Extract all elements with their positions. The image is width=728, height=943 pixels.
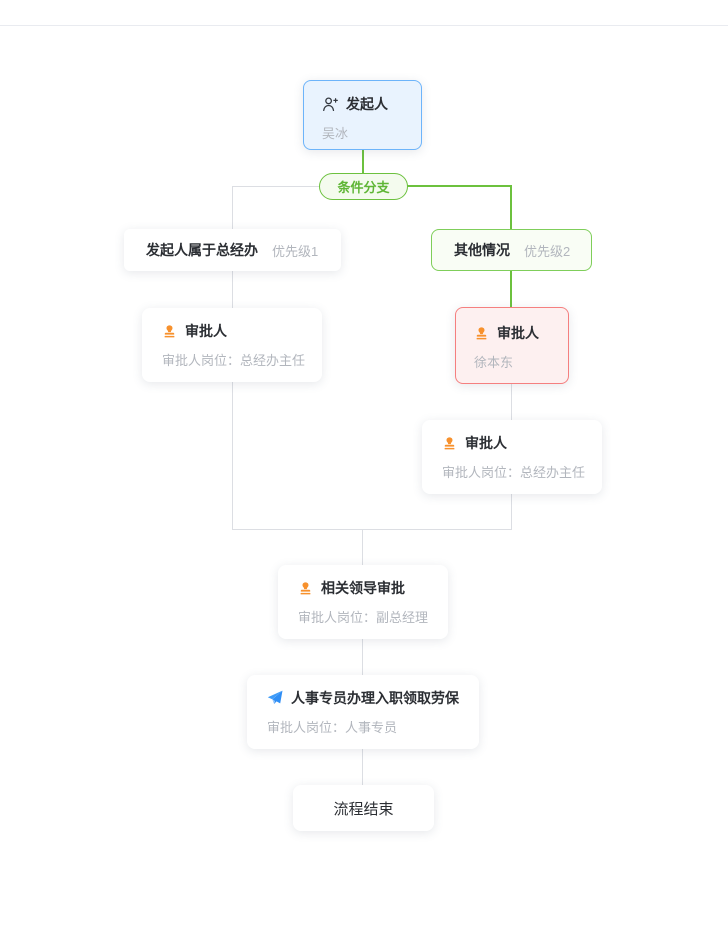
connector-right-down-3 — [511, 384, 512, 420]
approver-node-right-2[interactable]: 审批人 审批人岗位：总经办主任 — [422, 420, 602, 494]
condition-card-right[interactable]: 其他情况 优先级2 — [431, 229, 592, 271]
leader-approval-node[interactable]: 相关领导审批 审批人岗位：副总经理 — [278, 565, 448, 639]
node-subtitle: 徐本东 — [474, 355, 514, 370]
node-subtitle: 审批人岗位：副总经理 — [298, 610, 429, 625]
node-subtitle: 审批人岗位：人事专员 — [267, 720, 398, 735]
initiator-assignee: 吴冰 — [322, 126, 349, 141]
top-divider — [0, 25, 728, 26]
connector-branch-right-horizontal — [380, 185, 512, 187]
condition-right-priority: 优先级2 — [524, 243, 571, 259]
node-title: 审批人 — [185, 323, 227, 339]
connector-center-down-1 — [362, 529, 363, 565]
condition-branch-badge[interactable]: 条件分支 — [319, 173, 408, 200]
approver-node-right-red[interactable]: 审批人 徐本东 — [455, 307, 569, 384]
stamp-icon — [442, 436, 457, 451]
node-title: 相关领导审批 — [321, 580, 405, 596]
connector-left-down-3 — [232, 382, 233, 529]
condition-card-left[interactable]: 发起人属于总经办 优先级1 — [124, 229, 341, 271]
connector-initiator-to-branch — [362, 150, 364, 174]
connector-left-down-1 — [232, 186, 233, 229]
stamp-icon — [474, 326, 489, 341]
approver-node-left[interactable]: 审批人 审批人岗位：总经办主任 — [142, 308, 322, 382]
node-title: 审批人 — [465, 435, 507, 451]
initiator-title: 发起人 — [346, 96, 388, 112]
end-label: 流程结束 — [333, 800, 394, 818]
condition-right-label: 其他情况 — [454, 242, 510, 258]
connector-left-down-2 — [232, 271, 233, 308]
condition-left-priority: 优先级1 — [272, 243, 319, 259]
node-title: 人事专员办理入职领取劳保 — [291, 690, 459, 706]
node-subtitle: 审批人岗位：总经办主任 — [442, 465, 586, 480]
connector-right-down-1 — [510, 185, 512, 230]
send-icon — [267, 690, 283, 706]
end-node[interactable]: 流程结束 — [293, 785, 434, 831]
connector-center-down-3 — [362, 749, 363, 785]
stamp-icon — [298, 581, 313, 596]
connector-merge-horizontal — [232, 529, 512, 530]
condition-branch-label: 条件分支 — [337, 180, 390, 195]
initiator-node[interactable]: 发起人 吴冰 — [303, 80, 422, 150]
node-title: 审批人 — [497, 325, 539, 341]
connector-center-down-2 — [362, 639, 363, 675]
connector-right-down-4 — [511, 494, 512, 530]
condition-left-label: 发起人属于总经办 — [146, 242, 258, 258]
connector-branch-left-horizontal — [232, 186, 342, 187]
connector-right-down-2 — [510, 271, 512, 308]
user-add-icon — [322, 96, 338, 112]
hr-task-node[interactable]: 人事专员办理入职领取劳保 审批人岗位：人事专员 — [247, 675, 479, 749]
stamp-icon — [162, 324, 177, 339]
node-subtitle: 审批人岗位：总经办主任 — [162, 353, 306, 368]
